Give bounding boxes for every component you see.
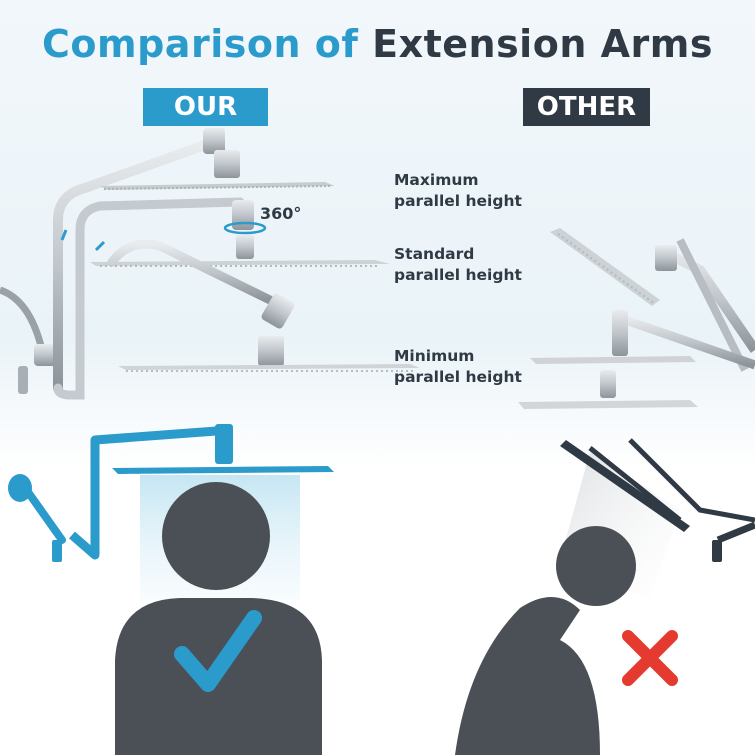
our-usage-illustration	[8, 424, 334, 755]
rotation-arrows-icon	[223, 221, 267, 235]
title-part-1: Comparison of	[42, 22, 359, 66]
our-arm-product	[0, 128, 420, 400]
our-badge: OUR	[143, 88, 268, 126]
cross-icon	[622, 630, 678, 686]
standard-height-label: Standard parallel height	[394, 245, 522, 284]
other-badge: OTHER	[523, 88, 650, 126]
other-arm-product	[518, 228, 755, 409]
check-icon	[174, 610, 262, 692]
our-person-head	[162, 482, 270, 590]
rotation-label: 360°	[260, 204, 302, 223]
title-part-2: Extension Arms	[372, 22, 713, 66]
other-person-body	[455, 596, 600, 755]
other-person-head	[556, 526, 636, 606]
page-title: Comparison of Extension Arms	[0, 22, 755, 66]
other-usage-illustration	[455, 438, 755, 755]
minimum-height-label: Minimum parallel height	[394, 347, 522, 386]
maximum-height-label: Maximum parallel height	[394, 171, 522, 210]
